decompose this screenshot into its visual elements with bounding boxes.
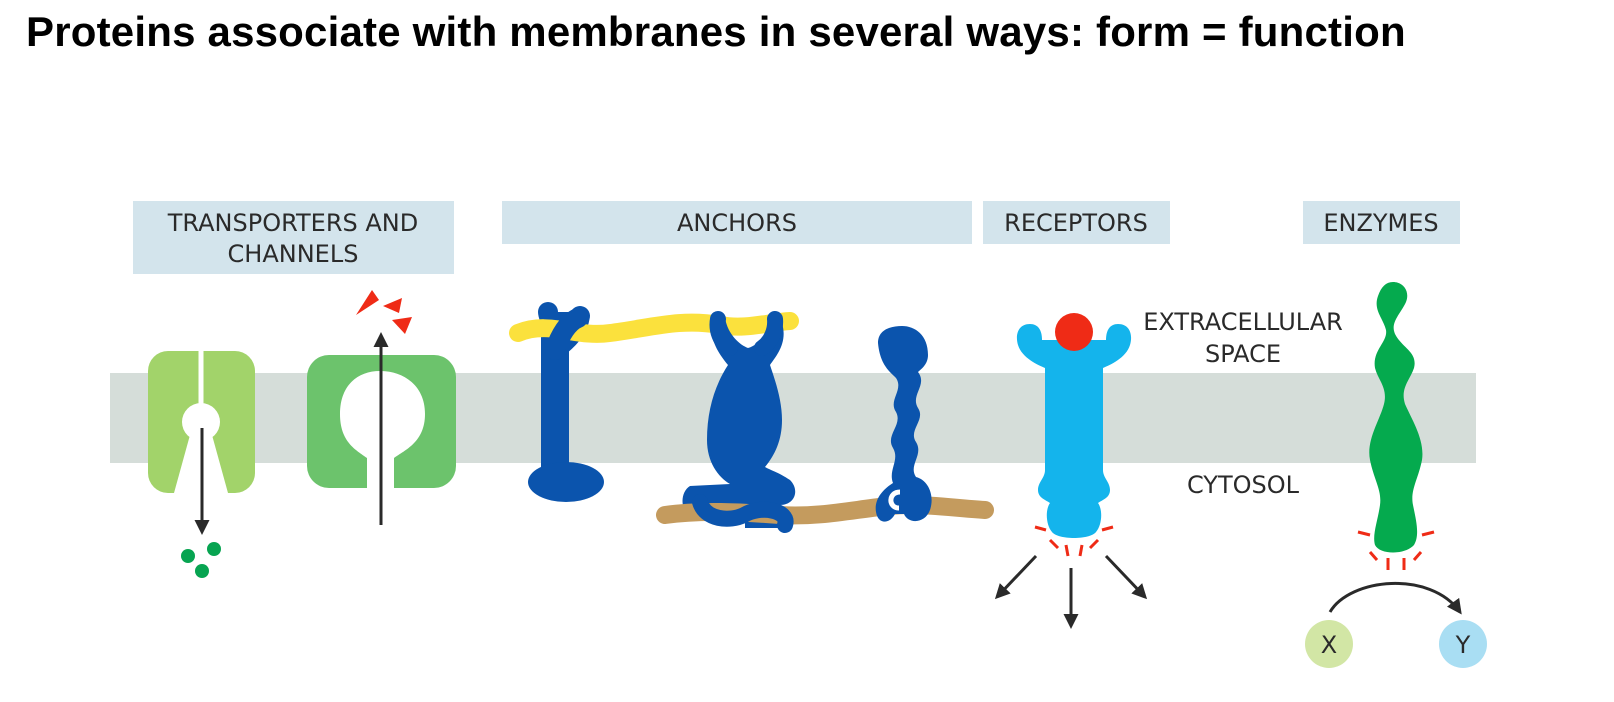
enzyme-signal-burst [1357,530,1435,570]
cytosol-label: CYTOSOL [1187,471,1300,499]
extracellular-label-line2: SPACE [1205,340,1281,368]
header-enzymes-label: ENZYMES [1323,209,1438,237]
product-y [1439,620,1487,668]
ligand [1055,313,1093,351]
substrate-x [1305,620,1353,668]
enzyme-protein: X Y [1305,282,1487,668]
header-anchors-label: ANCHORS [677,209,797,237]
solute-dot [181,549,195,563]
extracellular-label-line1: EXTRACELLULAR [1143,308,1343,336]
header-receptors: RECEPTORS [983,201,1170,244]
transported-molecule [356,290,379,315]
solute-dot [195,564,209,578]
transported-molecule [383,298,402,313]
header-enzymes: ENZYMES [1303,201,1460,244]
anchor-protein-bulbous [656,311,994,533]
transported-molecule [392,317,412,334]
anchor-protein-y-shape [509,302,799,502]
header-receptors-label: RECEPTORS [1004,209,1148,237]
product-y-label: Y [1455,631,1471,659]
channel-protein [148,351,255,578]
header-transporters-and-channels: TRANSPORTERS AND CHANNELS [133,201,454,274]
page-title: Proteins associate with membranes in sev… [26,8,1406,55]
anchor-protein-wavy [875,326,932,522]
transporter-protein [307,290,456,525]
solute-dot [207,542,221,556]
substrate-x-label: X [1321,631,1337,659]
header-anchors: ANCHORS [502,201,972,244]
header-transporters-line2: CHANNELS [228,240,359,268]
header-transporters-line1: TRANSPORTERS AND [167,209,418,237]
signal-burst [1034,525,1114,557]
receptor-protein [994,313,1148,629]
